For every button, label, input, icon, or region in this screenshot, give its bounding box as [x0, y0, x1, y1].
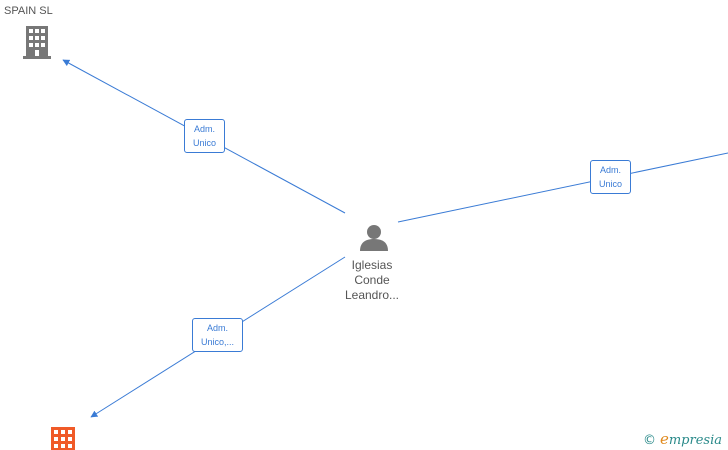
edge-label-bottom[interactable]: Adm. Unico,... — [192, 318, 243, 352]
brand-name: mpresia — [668, 433, 722, 448]
person-name-line: Conde — [354, 273, 390, 287]
person-name-line: Leandro... — [344, 288, 400, 302]
edge-person-to-right-company — [397, 152, 728, 223]
edge-role-line: Unico,... — [200, 337, 234, 347]
brand-initial: e — [659, 430, 669, 448]
building-icon[interactable] — [51, 427, 75, 450]
company-name-label[interactable]: SPAIN SL — [4, 5, 53, 17]
person-name-label[interactable]: Iglesias Conde Leandro... — [330, 258, 414, 303]
edge-role-line: Adm. — [206, 323, 228, 333]
edge-role-line: Adm. — [193, 124, 215, 134]
edge-label-right[interactable]: Adm. Unico — [590, 160, 631, 194]
building-icon[interactable] — [23, 26, 51, 59]
empresia-watermark: ©empresia — [643, 430, 722, 448]
person-icon[interactable] — [360, 225, 388, 251]
edge-role-line: Adm. — [599, 165, 621, 175]
copyright-icon: © — [642, 433, 656, 448]
edge-role-line: Unico — [192, 138, 216, 148]
edge-role-line: Unico — [598, 179, 622, 189]
person-name-line: Iglesias — [351, 258, 393, 272]
edge-label-top[interactable]: Adm. Unico — [184, 119, 225, 153]
